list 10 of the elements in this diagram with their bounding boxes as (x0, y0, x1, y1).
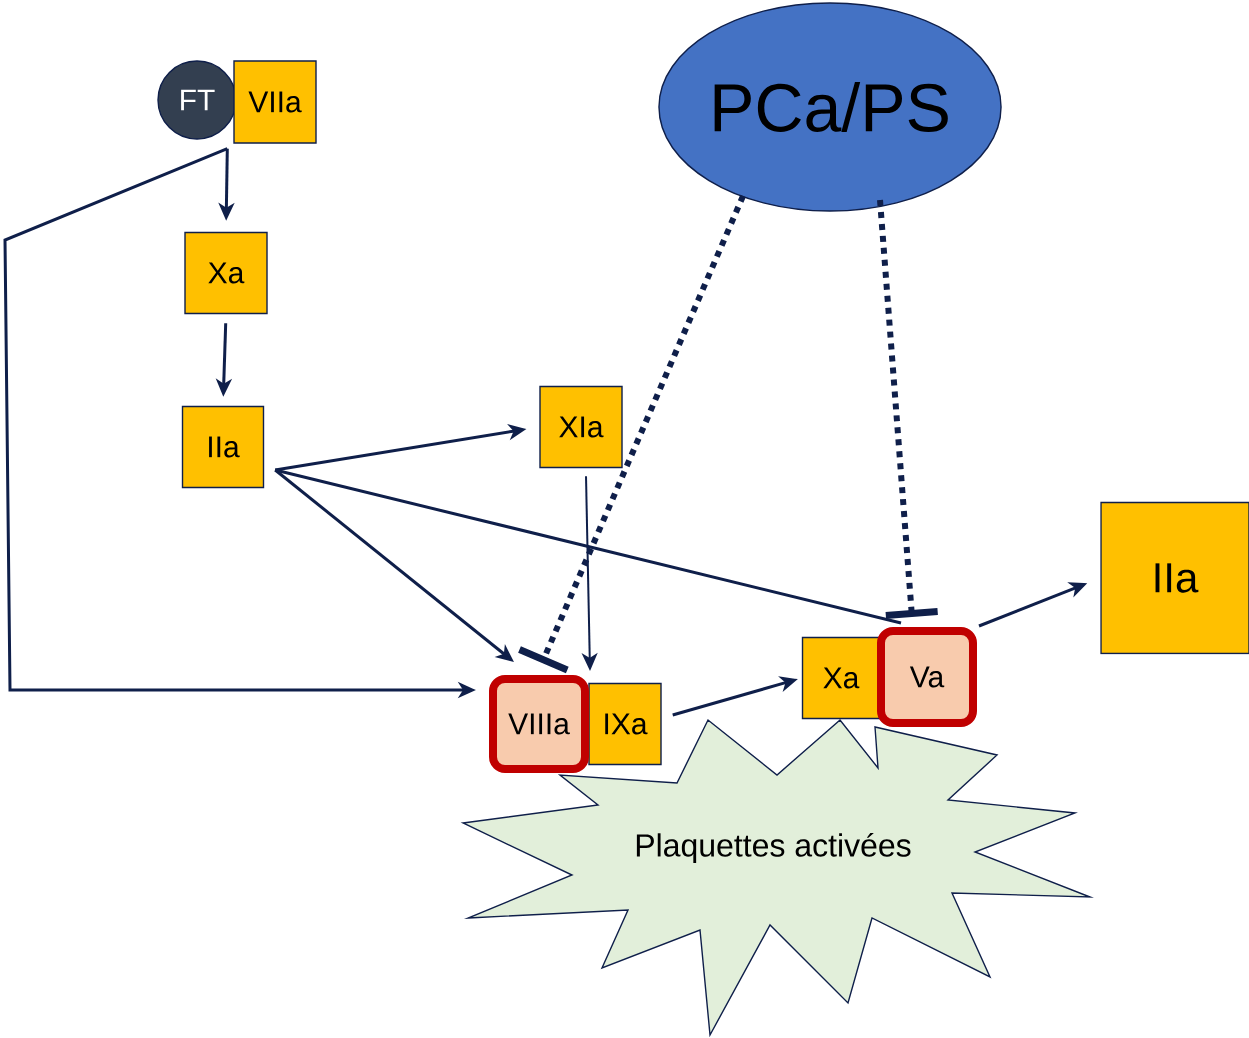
factor-box: IXa (588, 682, 662, 766)
factor-box: VIIa (233, 60, 317, 144)
arrow (877, 199, 938, 619)
factor-box: IIa (181, 405, 265, 489)
cofactor-box: VIIIa (489, 675, 589, 773)
factor-box: IIa (1100, 501, 1249, 655)
factor-box: XIa (539, 385, 623, 469)
factor-box: Xa (801, 636, 881, 720)
factor-box: Xa (184, 231, 268, 315)
cofactor-box: Va (877, 627, 977, 727)
